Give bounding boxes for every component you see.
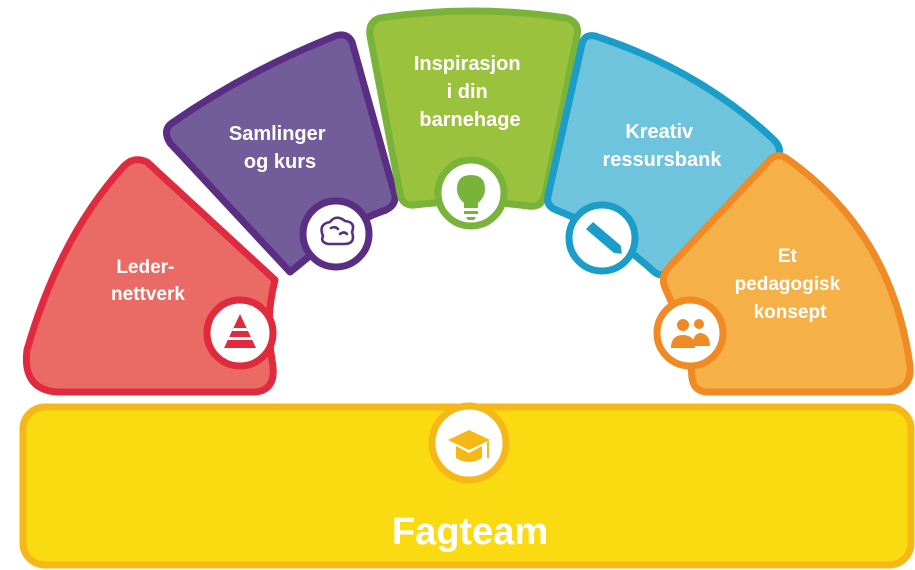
segment-pedagogisk-label: Et pedagogisk konsept <box>735 246 846 323</box>
brain-icon <box>299 197 373 271</box>
segment-inspirasjon-label: Inspirasjon i din barnehage <box>414 53 526 131</box>
graduation-cap-icon <box>428 402 510 484</box>
segment-inspirasjon: Inspirasjon i din barnehage <box>366 7 581 230</box>
lightbulb-icon <box>434 156 508 230</box>
segment-samlinger: Samlinger og kurs <box>163 31 399 276</box>
segment-samlinger-label: Samlinger og kurs <box>229 123 331 173</box>
segment-ledernettverk: Leder- nettverk <box>22 156 279 396</box>
pencil-icon <box>565 201 639 275</box>
base-fagteam-label: Fagteam <box>392 511 548 553</box>
people-icon <box>653 296 727 370</box>
segment-kreativ-label: Kreativ ressursbank <box>603 121 723 171</box>
segment-inspirasjon-shape <box>366 7 581 210</box>
pyramid-icon <box>203 296 277 370</box>
segment-ledernettverk-label: Leder- nettverk <box>111 257 185 305</box>
base-fagteam: Fagteam <box>19 402 915 569</box>
segment-pedagogisk: Et pedagogisk konsept <box>653 152 914 396</box>
